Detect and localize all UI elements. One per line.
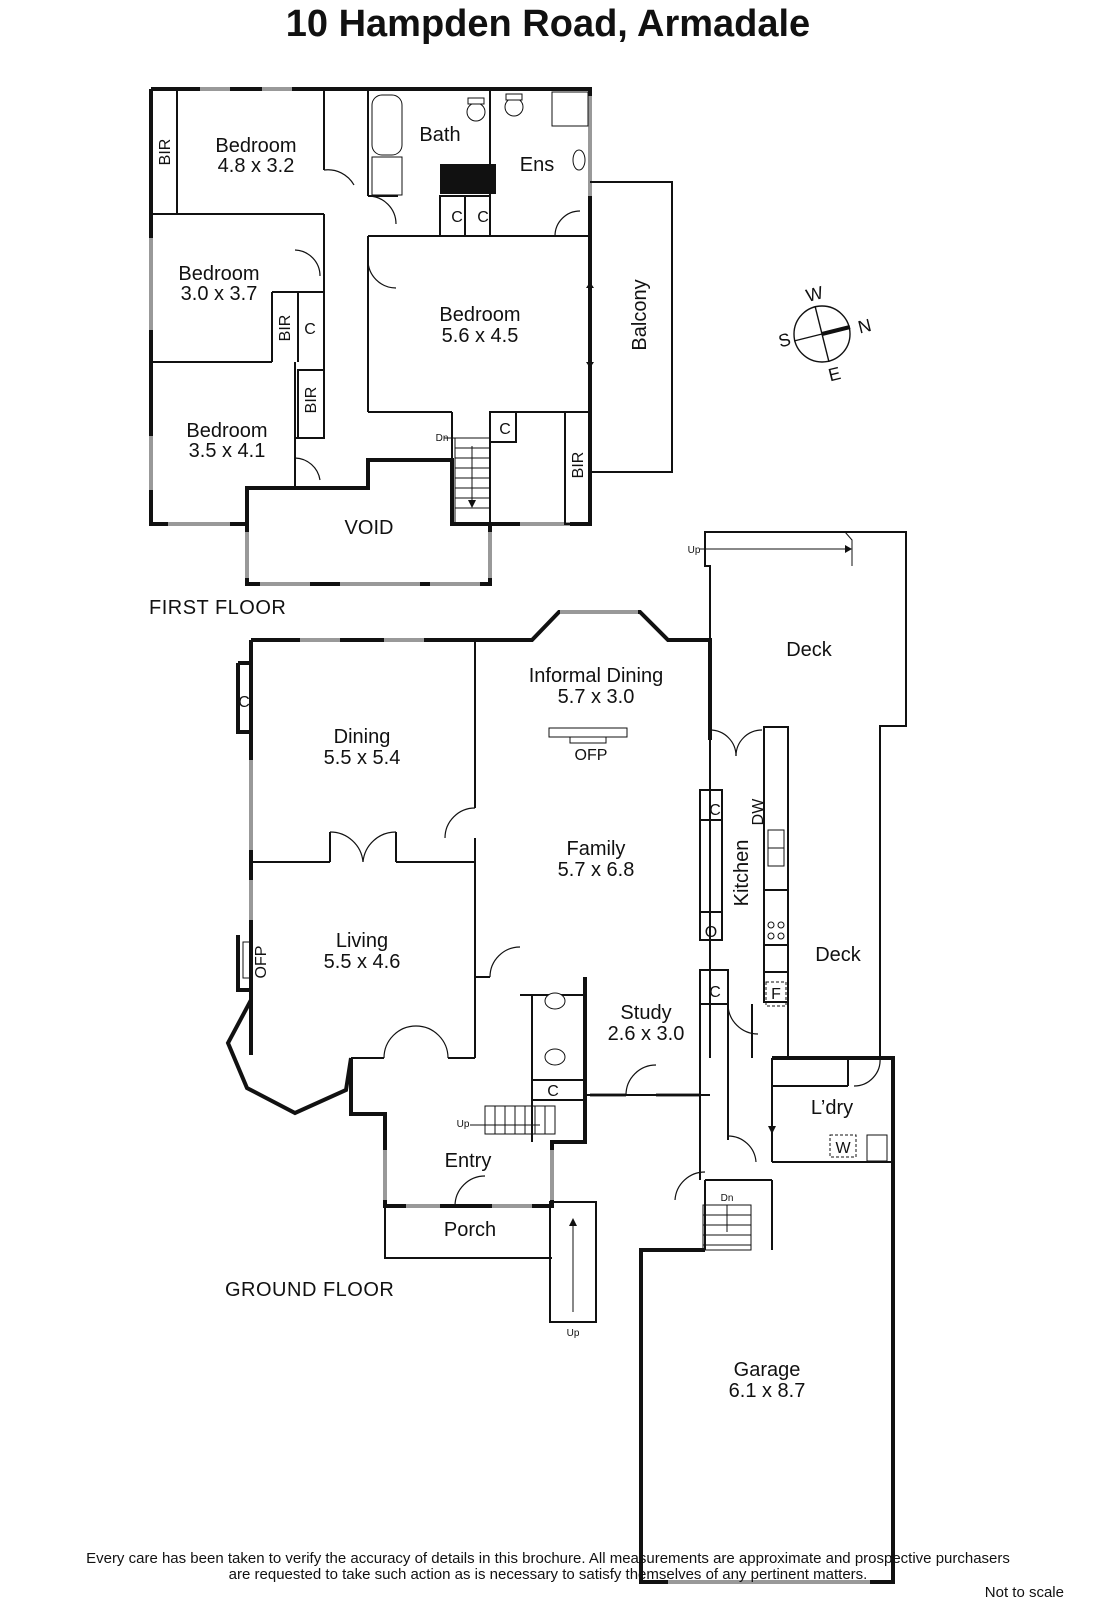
disclaimer-line-2: are requested to take such action as is … xyxy=(229,1566,868,1583)
compass-icon: W N S E xyxy=(776,282,873,385)
family-dims: 5.7 x 6.8 xyxy=(558,859,635,881)
compass-s: S xyxy=(776,329,792,351)
ensuite-label: Ens xyxy=(520,154,554,176)
master-bedroom-label: Bedroom xyxy=(439,304,520,326)
bedroom-2-label: Bedroom xyxy=(178,263,259,285)
compass-e: E xyxy=(826,363,842,385)
garage-label: Garage xyxy=(734,1359,801,1381)
bedroom-3-label: Bedroom xyxy=(186,420,267,442)
study-label: Study xyxy=(620,1002,671,1024)
study-dims: 2.6 x 3.0 xyxy=(608,1023,685,1045)
stairs-up-label-3: Up xyxy=(567,1328,580,1339)
first-floor-label: FIRST FLOOR xyxy=(149,597,286,619)
porch-label: Porch xyxy=(444,1219,496,1241)
living-dims: 5.5 x 4.6 xyxy=(324,951,401,973)
deck-label-2: Deck xyxy=(815,944,862,966)
informal-dining-dims: 5.7 x 3.0 xyxy=(558,686,635,708)
compass-w: W xyxy=(804,282,825,306)
cupboard-label-3: C xyxy=(477,209,489,226)
entry-label: Entry xyxy=(445,1150,492,1172)
compass-n: N xyxy=(856,315,873,338)
first-floor: Bedroom 4.8 x 3.2 Bedroom 3.0 x 3.7 Bedr… xyxy=(149,87,673,619)
laundry-label: L’dry xyxy=(811,1097,853,1119)
not-to-scale-label: Not to scale xyxy=(985,1584,1064,1600)
stairs-down-label-g: Dn xyxy=(721,1193,734,1204)
cupboard-label-g4: C xyxy=(547,1083,559,1100)
balcony-label: Balcony xyxy=(629,279,651,350)
bedroom-3-dims: 3.5 x 4.1 xyxy=(189,440,266,462)
bath-label: Bath xyxy=(419,124,460,146)
oven-label: O xyxy=(705,924,717,941)
stairs-up-label-1: Up xyxy=(457,1119,470,1130)
bir-label-3: BIR xyxy=(303,387,320,414)
stairs-first-floor xyxy=(444,437,491,525)
ofp-label-2: OFP xyxy=(253,946,270,979)
cupboard-label-g3: C xyxy=(709,984,721,1001)
deck-label-1: Deck xyxy=(786,639,833,661)
bir-label-4: BIR xyxy=(570,452,587,479)
family-label: Family xyxy=(567,838,626,860)
bir-label-1: BIR xyxy=(157,139,174,166)
dining-label: Dining xyxy=(334,726,391,748)
page-title: 10 Hampden Road, Armadale xyxy=(286,3,810,45)
void-label: VOID xyxy=(345,517,394,539)
ofp-label-1: OFP xyxy=(575,747,608,764)
cupboard-label-2: C xyxy=(451,209,463,226)
stairs-ground-floor xyxy=(470,1105,752,1251)
cupboard-label-1: C xyxy=(304,321,316,338)
ground-floor: Informal Dining 5.7 x 3.0 OFP Dining 5.5… xyxy=(225,531,907,1584)
bir-label-2: BIR xyxy=(277,315,294,342)
kitchen-label: Kitchen xyxy=(731,840,753,907)
dining-dims: 5.5 x 5.4 xyxy=(324,747,401,769)
bedroom-1-label: Bedroom xyxy=(215,135,296,157)
bedroom-2-dims: 3.0 x 3.7 xyxy=(181,283,258,305)
cupboard-label-g2: C xyxy=(709,802,721,819)
informal-dining-label: Informal Dining xyxy=(529,665,664,687)
bedroom-1-dims: 4.8 x 3.2 xyxy=(218,155,295,177)
cupboard-label-4: C xyxy=(499,421,511,438)
garage-dims: 6.1 x 8.7 xyxy=(729,1380,806,1402)
stairs-up-label-2: Up xyxy=(688,545,701,556)
stairs-down-label: Dn xyxy=(436,433,449,444)
washer-label: W xyxy=(835,1140,851,1157)
fridge-label: F xyxy=(771,986,781,1003)
ground-floor-label: GROUND FLOOR xyxy=(225,1279,394,1301)
disclaimer-line-1: Every care has been taken to verify the … xyxy=(86,1550,1010,1567)
dishwasher-label: DW xyxy=(750,798,767,826)
cupboard-label-g1: C xyxy=(238,694,250,711)
master-bedroom-dims: 5.6 x 4.5 xyxy=(442,325,519,347)
living-label: Living xyxy=(336,930,388,952)
